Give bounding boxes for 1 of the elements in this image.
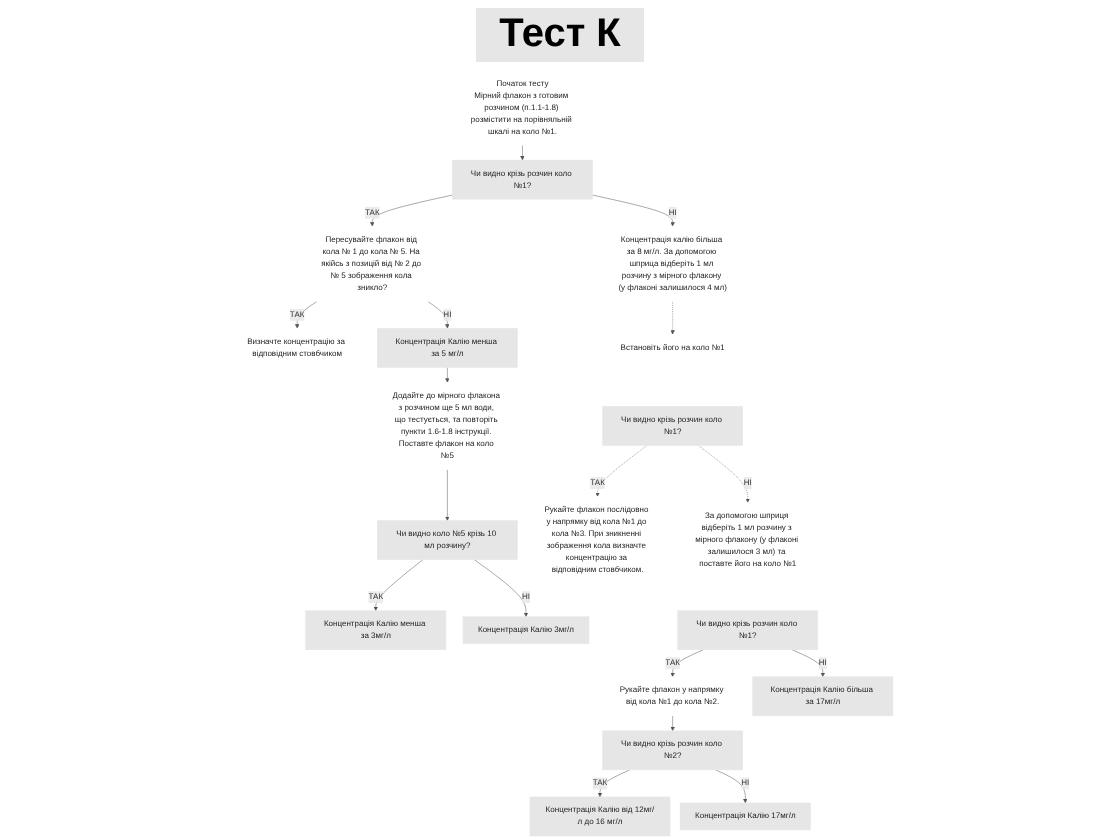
- title: Тест К: [475, 8, 645, 62]
